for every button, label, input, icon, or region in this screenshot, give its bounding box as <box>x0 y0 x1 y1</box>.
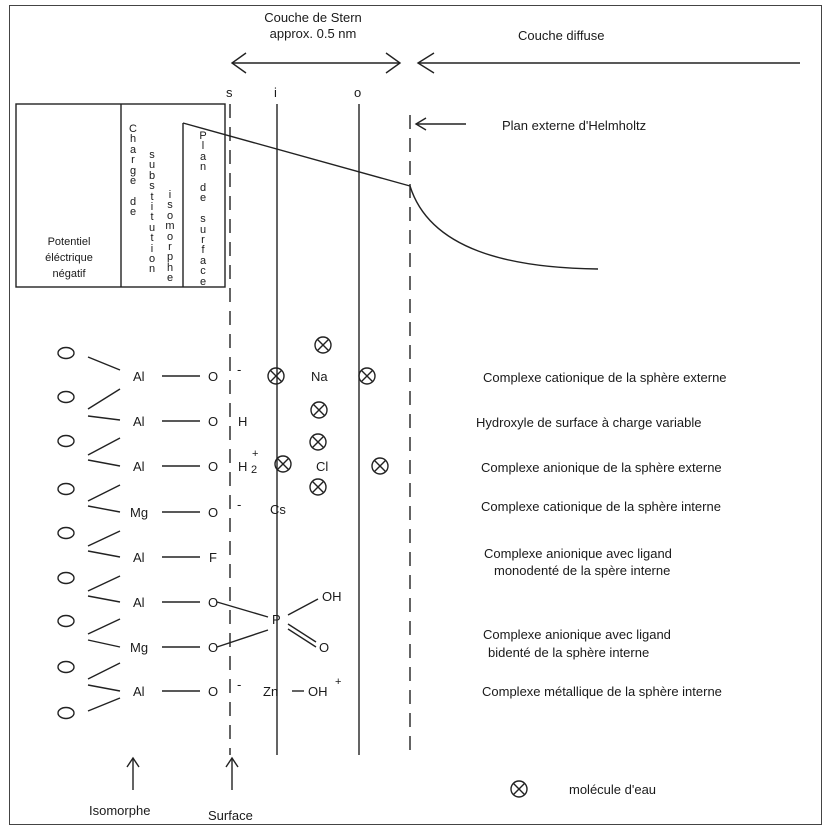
metal-atom: Al <box>133 684 145 699</box>
sodium-ion: Na <box>311 369 328 384</box>
h2-plus-charge: + <box>252 448 259 460</box>
metal-atom: Al <box>133 459 145 474</box>
chloride-ion: Cl <box>316 459 329 474</box>
h2-subscript: 2 <box>251 464 258 476</box>
metal-atom: Al <box>133 595 145 610</box>
metal-oxygen-bonds <box>162 375 200 692</box>
surface-fluorine: F <box>209 550 217 565</box>
charge-de-column: C h a r g e d e <box>129 123 137 219</box>
cesium-ion: Cs <box>270 502 286 517</box>
phosphate-bonds <box>216 598 319 648</box>
label-bidentate-line2: bidenté de la sphère interne <box>488 645 650 660</box>
isomorphe-arrow <box>126 756 140 790</box>
plane-s-label: s <box>226 85 233 100</box>
water-molecule <box>310 401 328 419</box>
surface-arrow <box>225 756 239 790</box>
lattice-bonds <box>87 356 121 712</box>
label-outer-anion: Complexe anionique de la sphère externe <box>481 460 722 475</box>
substitution-column: s u b s t i t u t i o n <box>148 149 156 276</box>
metal-atom: Mg <box>130 640 149 655</box>
metal-atom: Al <box>133 369 145 384</box>
negative-charge: - <box>237 362 242 377</box>
diffuse-arrow <box>416 52 800 74</box>
oxygen-ovals <box>57 346 75 720</box>
surface-oxygen: O <box>208 369 219 384</box>
isomorphe-column: i s o m o r p h e <box>165 189 175 285</box>
negative-charge: - <box>237 677 242 692</box>
water-molecule <box>309 433 327 451</box>
zinc-hydroxyl: OH <box>308 684 328 699</box>
protonated-hydrogen: H <box>238 459 248 474</box>
label-inner-cation: Complexe cationique de la sphère interne <box>481 499 721 514</box>
potential-label-line2: éléctrique <box>45 252 93 264</box>
potential-label-line1: Potentiel <box>47 236 91 248</box>
surface-oxygen: O <box>208 595 219 610</box>
metal-atom: Mg <box>130 505 149 520</box>
phosphate-double-o: O <box>319 640 330 655</box>
metal-atom: Al <box>133 550 145 565</box>
surface-oxygen: O <box>208 505 219 520</box>
surface-oxygen: O <box>208 684 219 699</box>
helmholtz-arrow <box>414 117 466 131</box>
label-surface-hydroxyl: Hydroxyle de surface à charge variable <box>476 415 702 430</box>
potential-linear <box>182 122 411 187</box>
diagram-frame <box>9 5 822 825</box>
potential-exponential <box>409 185 599 270</box>
stern-layer-thickness: approx. 0.5 nm <box>269 26 357 41</box>
isomorphe-label: Isomorphe <box>89 803 151 818</box>
stern-double-arrow <box>230 52 402 74</box>
hydrogen-atom: H <box>238 414 248 429</box>
label-bidentate-line1: Complexe anionique avec ligand <box>483 627 671 642</box>
surface-oxygen: O <box>208 640 219 655</box>
water-molecule <box>267 367 285 385</box>
water-molecule <box>358 367 376 385</box>
label-inner-metal: Complexe métallique de la sphère interne <box>482 684 722 699</box>
potential-label-line3: négatif <box>52 268 86 280</box>
phosphate-oh: OH <box>322 589 342 604</box>
label-outer-cation: Complexe cationique de la sphère externe <box>483 370 727 385</box>
surface-oxygen: O <box>208 459 219 474</box>
diffuse-layer-title: Couche diffuse <box>518 28 605 43</box>
phosphorus-atom: P <box>272 612 281 627</box>
stern-layer-title: Couche de Stern <box>264 10 362 25</box>
surface-oxygen: O <box>208 414 219 429</box>
zinc-ion: Zn <box>263 684 279 699</box>
water-legend-icon <box>510 780 528 798</box>
zn-plus-charge: + <box>335 676 342 688</box>
metal-atom: Al <box>133 414 145 429</box>
surface-label: Surface <box>208 808 253 823</box>
negative-charge: - <box>237 497 242 512</box>
label-monodentate-line2: monodenté de la spère interne <box>494 563 671 578</box>
plane-o-label: o <box>354 85 362 100</box>
water-molecule <box>314 336 332 354</box>
label-monodentate-line1: Complexe anionique avec ligand <box>484 546 672 561</box>
plane-i-label: i <box>274 85 277 100</box>
water-legend-label: molécule d'eau <box>569 782 657 797</box>
plan-de-surface-column: P l a n d e s u r f a c e <box>199 130 207 288</box>
water-molecule <box>371 457 389 475</box>
water-molecule <box>309 478 327 496</box>
helmholtz-plane-label: Plan externe d'Helmholtz <box>502 118 647 133</box>
